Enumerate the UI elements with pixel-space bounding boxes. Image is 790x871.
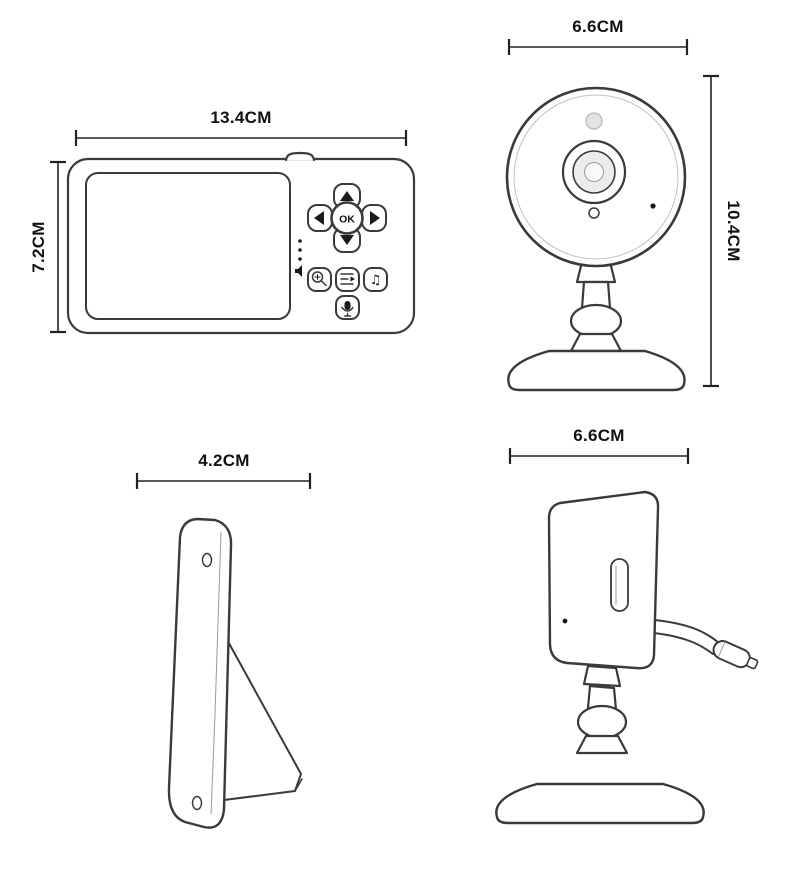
monitor-height-label: 7.2CM [29,221,48,273]
speaker-dot [298,239,302,243]
monitor-side-view: 4.2CM [135,451,312,829]
mic-arc [341,306,354,312]
kickstand [223,635,302,801]
music-button [363,267,388,292]
stand-base [495,782,705,825]
stand-collar [582,664,622,688]
function-buttons: ♫ [307,267,388,320]
camera-height-label: 10.4CM [724,200,743,261]
camera-bezel [513,94,679,260]
stand-joint [569,303,623,339]
power-cable [653,619,759,670]
lens-icon [561,139,627,205]
menu-arrow [350,276,355,282]
ok-button [330,201,364,235]
zoom-button [307,267,332,292]
sd-card-slot [610,558,629,612]
camera-side-view: 6.6CM [495,426,759,825]
monitor-depth-dimension: 4.2CM [135,451,312,489]
stand-stem [575,734,629,755]
magnifier-handle [320,279,327,287]
camera-side-body [547,490,660,670]
camera-side-width-dimension: 6.6CM [508,426,690,464]
mic-icon [341,301,354,317]
hinge-detail [201,552,213,568]
monitor-front-view: 13.4CM 7.2CM [29,108,416,335]
cable-bottom-edge [653,632,714,655]
power-plug [712,640,759,670]
dpad-up-icon [340,191,354,201]
monitor-screen [85,172,291,320]
monitor-width-dimension: 13.4CM [74,108,408,146]
plug-tip [746,657,759,670]
foot-detail [191,795,203,811]
magnifier-lens [311,271,324,283]
monitor-width-label: 13.4CM [210,108,271,127]
stand-joint [576,704,628,740]
music-note-icon: ♫ [370,273,382,288]
magnifier-zoom-icon [311,271,327,287]
plug-collar [717,641,726,658]
stand-base [507,349,686,392]
camera-front-view: 6.6CM 10.4CM [505,17,743,392]
speaker-indicator-icon [295,239,302,277]
monitor-side-body [167,517,233,829]
light-sensor [585,112,603,130]
mic-hole [650,203,656,209]
camera-side-width-label: 6.6CM [573,426,625,445]
camera-stand [507,260,686,392]
power-button-bump [284,151,316,162]
slot-outline [610,558,629,612]
dpad-right-icon [370,211,380,225]
edge-contour [210,531,222,815]
monitor-depth-label: 4.2CM [198,451,250,470]
speaker-icon [295,265,302,277]
dpad-cluster: OK [307,183,387,253]
cable-top-edge [654,619,720,644]
camera-side-stand [495,664,705,825]
speaker-dot [298,248,302,252]
indicator-led [588,207,600,219]
speaker-dot [298,257,302,261]
dpad-left-icon [314,211,324,225]
dpad-down-icon [340,235,354,245]
kickstand-foot [294,778,303,792]
camera-width-dimension: 6.6CM [507,17,689,55]
ok-button-label: OK [339,214,355,226]
mic-capsule [344,301,351,310]
reset-hole [562,618,568,624]
camera-height-dimension: 10.4CM [703,74,743,388]
camera-width-label: 6.6CM [572,17,624,36]
lens-center [584,162,604,182]
menu-icon [340,273,355,285]
monitor-height-dimension: 7.2CM [29,160,66,334]
stand-stem [569,332,623,353]
